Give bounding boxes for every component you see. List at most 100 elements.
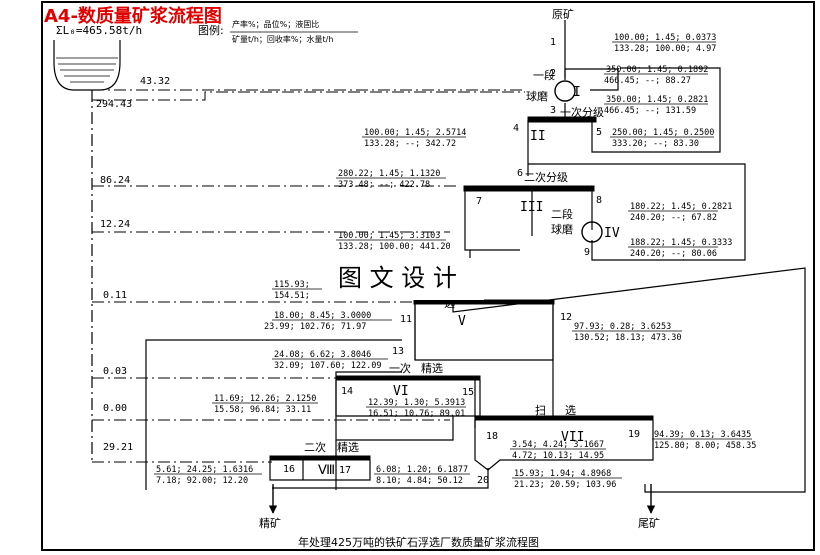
rougher-label: 选 — [444, 297, 455, 310]
svg-text:100.00; 1.45; 0.0373: 100.00; 1.45; 0.0373 — [614, 33, 716, 43]
svg-text:133.28; 100.00; 4.97: 133.28; 100.00; 4.97 — [614, 44, 716, 54]
node-16: 16 — [283, 464, 295, 475]
op-III: III — [520, 200, 543, 215]
diagram-caption: 年处理425万吨的铁矿石浮选厂数质量矿浆流程图 — [298, 535, 539, 549]
svg-text:4.72; 10.13; 14.95: 4.72; 10.13; 14.95 — [512, 451, 604, 461]
cleaner2-label-a: 二次 — [304, 440, 326, 454]
op-VIII: Ⅷ — [318, 463, 335, 478]
svg-text:115.93;: 115.93; — [274, 280, 310, 290]
operation-numbers: I II III IV V VI VII Ⅷ — [318, 85, 620, 478]
op-VII: VII — [561, 430, 584, 445]
node-15: 15 — [462, 387, 474, 398]
node-13: 13 — [392, 346, 404, 357]
svg-text:7.18; 92.00; 12.20: 7.18; 92.00; 12.20 — [156, 476, 248, 486]
node-19: 19 — [628, 429, 640, 440]
legend-bottom-line: 矿量t/h；回收率%；水量t/h — [232, 34, 333, 44]
water-value-6: 0.03 — [103, 366, 127, 377]
op-I: I — [573, 85, 581, 100]
classifier2-label: 二次分级 — [524, 170, 568, 184]
svg-text:280.22; 1.45; 1.1320: 280.22; 1.45; 1.1320 — [338, 169, 440, 179]
cleaner2-cell-top — [269, 455, 371, 461]
svg-text:125.80; 8.00; 458.35: 125.80; 8.00; 458.35 — [654, 441, 756, 451]
legend-label: 图例: — [198, 23, 224, 37]
svg-text:15.58; 96.84; 33.11: 15.58; 96.84; 33.11 — [214, 405, 311, 415]
svg-text:24.08; 6.62; 3.8046: 24.08; 6.62; 3.8046 — [274, 350, 371, 360]
water-value-4: 12.24 — [100, 219, 130, 230]
classifier-1 — [527, 116, 597, 123]
svg-text:6.08; 1.20; 6.1877: 6.08; 1.20; 6.1877 — [376, 465, 468, 475]
node-1: 1 — [550, 37, 556, 48]
legend: 图例: 产率%；品位%；液固比 矿量t/h；回收率%；水量t/h — [198, 19, 358, 44]
water-value-7: 0.00 — [103, 403, 127, 414]
node-9: 9 — [584, 247, 590, 258]
node-5: 5 — [596, 127, 602, 138]
node-2: 2 — [550, 68, 556, 79]
svg-text:97.93; 0.28; 3.6253: 97.93; 0.28; 3.6253 — [574, 322, 671, 332]
water-tank — [53, 40, 121, 91]
node-18: 18 — [486, 431, 498, 442]
node-17: 17 — [339, 465, 351, 476]
output-arrows — [268, 484, 656, 514]
watermark: 图 文 设 计 — [338, 264, 457, 292]
op-II: II — [530, 129, 546, 144]
mill1-label-a: 一段 — [533, 68, 555, 82]
legend-top-line: 产率%；品位%；液固比 — [232, 19, 319, 29]
classifier-2 — [463, 185, 595, 192]
svg-text:250.00; 1.45; 0.2500: 250.00; 1.45; 0.2500 — [612, 128, 714, 138]
node-4: 4 — [513, 123, 519, 134]
node-numbers: 1 2 3 4 5 6 7 8 9 11 12 13 14 15 16 17 1… — [283, 37, 640, 486]
svg-text:16.51; 10.76; 89.01: 16.51; 10.76; 89.01 — [368, 409, 465, 419]
svg-text:188.22; 1.45; 0.3333: 188.22; 1.45; 0.3333 — [630, 238, 732, 248]
svg-text:21.23; 20.59; 103.96: 21.23; 20.59; 103.96 — [514, 480, 616, 490]
svg-text:94.39; 0.13; 3.6435: 94.39; 0.13; 3.6435 — [654, 430, 751, 440]
watermark-backdrop — [322, 258, 484, 300]
svg-text:3.54; 4.24; 3.1667: 3.54; 4.24; 3.1667 — [512, 440, 604, 450]
water-values: 43.32 294.43 86.24 12.24 0.11 0.03 0.00 … — [96, 76, 170, 453]
svg-text:350.00; 1.45; 0.1892: 350.00; 1.45; 0.1892 — [606, 65, 708, 75]
cleaner2-label-b: 精选 — [337, 441, 359, 454]
svg-text:100.00; 1.45; 2.5714: 100.00; 1.45; 2.5714 — [364, 128, 466, 138]
total-water: ΣL₀=465.58t/h — [56, 24, 142, 37]
node-8: 8 — [596, 195, 602, 206]
water-value-5: 0.11 — [103, 290, 127, 301]
node-6: 6 — [517, 168, 523, 179]
svg-text:12.39; 1.30; 5.3913: 12.39; 1.30; 5.3913 — [368, 398, 465, 408]
svg-text:466.45; --; 88.27: 466.45; --; 88.27 — [604, 76, 691, 86]
classifier1-label: 一次分级 — [560, 105, 604, 119]
title-tag: A4-数质量矿浆流程图 — [44, 5, 222, 27]
water-value-1: 43.32 — [140, 76, 170, 87]
svg-text:15.93; 1.94; 4.8968: 15.93; 1.94; 4.8968 — [514, 469, 611, 479]
svg-text:373.48; --; 422.78: 373.48; --; 422.78 — [338, 180, 430, 190]
scavenger-cell-top — [474, 415, 654, 421]
svg-text:133.28; --; 342.72: 133.28; --; 342.72 — [364, 139, 456, 149]
svg-text:180.22; 1.45; 0.2821: 180.22; 1.45; 0.2821 — [630, 202, 732, 212]
tailing-label: 尾矿 — [638, 517, 660, 530]
stream-label-10: 115.93; 154.51; — [272, 280, 322, 301]
feed-label: 原矿 — [552, 8, 574, 21]
svg-text:130.52; 18.13; 473.30: 130.52; 18.13; 473.30 — [574, 333, 681, 343]
svg-text:11.69; 12.26; 2.1250: 11.69; 12.26; 2.1250 — [214, 394, 316, 404]
op-VI: VI — [393, 384, 409, 399]
concentrate-label: 精矿 — [259, 517, 281, 530]
svg-text:23.99; 102.76; 71.97: 23.99; 102.76; 71.97 — [264, 322, 366, 332]
mill1-label-b: 球磨 — [526, 89, 548, 103]
operation-labels: 一段 球磨 一次分级 二次分级 二段 球磨 选 一次 精选 扫 选 二次 精选 — [304, 68, 604, 454]
mill-2 — [581, 221, 603, 243]
svg-text:100.00; 1.45; 3.3103: 100.00; 1.45; 3.3103 — [338, 231, 440, 241]
drawing-frame — [41, 1, 815, 551]
